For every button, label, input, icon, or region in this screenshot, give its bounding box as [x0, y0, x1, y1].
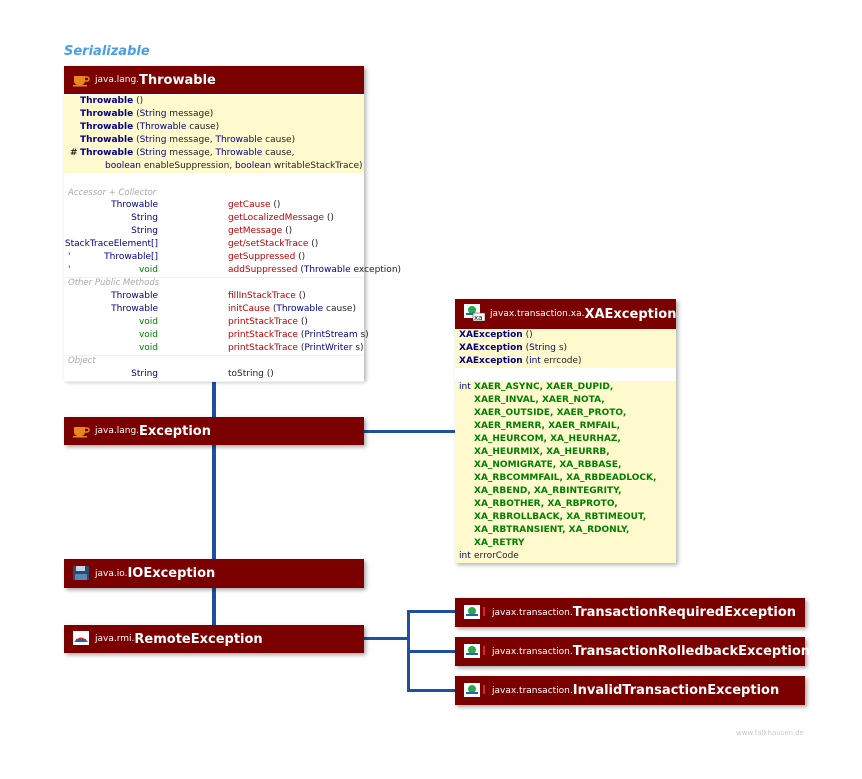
connector-throwable-exception — [212, 380, 216, 417]
xaexception-class-name: XAException — [584, 306, 677, 322]
ctor-row-continuation: boolean enableSuppression, boolean writa… — [64, 160, 364, 173]
field-row[interactable]: XAER_INVAL, XAER_NOTA, — [474, 395, 605, 405]
transaction-icon — [463, 604, 487, 620]
ioexception-package: java.io. — [95, 568, 128, 579]
watermark-link[interactable]: www.falkhausen.de — [736, 729, 805, 737]
class-throwable-header[interactable]: java.lang. Throwable — [64, 66, 364, 94]
java-cup-icon — [72, 73, 90, 87]
class-xaexception-header[interactable]: xa javax.transaction.xa. XAException — [455, 299, 677, 329]
connector-branch-2 — [407, 650, 455, 653]
connector-exception-xa — [363, 430, 455, 433]
exception-class-name: Exception — [139, 423, 211, 439]
class-remoteexception[interactable]: java.rmi. RemoteException — [64, 625, 364, 653]
connector-remote-branch — [363, 637, 410, 640]
section-object-label: Object — [68, 356, 96, 366]
bracket-marker: ' — [68, 265, 71, 275]
connector-branch-1 — [407, 610, 455, 613]
field-row[interactable]: XA_NOMIGRATE, XA_RBBASE, — [474, 460, 622, 470]
subclass-package: javax.transaction. — [492, 607, 573, 618]
field-row[interactable]: XA_RBCOMMFAIL, XA_RBDEADLOCK, — [474, 473, 657, 483]
ctor-row[interactable]: Throwable (String message, Throwable cau… — [64, 134, 364, 147]
class-throwable-members: Throwable () Throwable (String message) … — [64, 94, 401, 382]
field-row[interactable]: XA_RBEND, XA_RBINTEGRITY, — [474, 486, 622, 496]
field-row[interactable]: XAER_OUTSIDE, XAER_PROTO, — [474, 408, 627, 418]
remoteexception-class-name: RemoteException — [134, 631, 263, 647]
class-invalid-transaction[interactable]: javax.transaction. InvalidTransactionExc… — [455, 676, 805, 705]
ctor-row[interactable]: Throwable () — [64, 95, 364, 108]
field-row[interactable]: XA_RBOTHER, XA_RBPROTO, — [474, 499, 618, 509]
ctor-row[interactable]: Throwable (String message) — [64, 108, 364, 121]
throwable-package: java.lang. — [95, 75, 140, 85]
method-row[interactable]: StackTraceElement[]get/setStackTrace () — [64, 238, 364, 252]
class-exception[interactable]: java.lang. Exception — [64, 417, 364, 445]
ioexception-class-name: IOException — [127, 566, 216, 581]
field-row[interactable]: XAER_RMERR, XAER_RMFAIL, — [474, 421, 621, 431]
class-ioexception[interactable]: java.io. IOException — [64, 559, 364, 588]
class-xaexception-members: XAException () XAException (String s) XA… — [455, 329, 676, 563]
protected-marker: # — [70, 148, 78, 158]
remote-icon — [72, 631, 90, 646]
floppy-disk-icon — [72, 565, 90, 581]
field-row[interactable]: XA_RBROLLBACK, XA_RBTIMEOUT, — [474, 512, 647, 522]
subclass-class-name: TransactionRequiredException — [572, 605, 797, 620]
subclass-package: javax.transaction. — [492, 685, 573, 696]
connector-ioexception-remote — [212, 588, 216, 625]
remoteexception-package: java.rmi. — [95, 634, 135, 644]
exception-package: java.lang. — [95, 426, 140, 436]
ctor-row[interactable]: XAException (String s) — [455, 342, 676, 355]
connector-exception-ioexception — [212, 445, 216, 559]
java-cup-icon — [72, 424, 90, 438]
subclass-class-name: TransactionRolledbackException — [572, 644, 811, 659]
connector-branch-3 — [407, 689, 455, 692]
class-transaction-required[interactable]: javax.transaction. TransactionRequiredEx… — [455, 598, 805, 627]
field-row[interactable]: XA_RBTRANSIENT, XA_RDONLY, — [474, 525, 630, 535]
throwable-class-name: Throwable — [139, 72, 216, 88]
transaction-icon — [463, 682, 487, 698]
svg-text:xa: xa — [474, 314, 482, 321]
interface-serializable[interactable]: Serializable — [64, 44, 150, 59]
transaction-icon — [463, 643, 487, 659]
section-other-label: Other Public Methods — [68, 278, 160, 288]
section-accessor-label: Accessor + Collector — [68, 188, 157, 198]
ctor-row[interactable]: XAException (int errcode) — [455, 355, 676, 368]
method-row[interactable]: 'Throwable[]getSuppressed () — [64, 251, 364, 265]
xaexception-package: javax.transaction.xa. — [490, 309, 585, 319]
ctor-row[interactable]: Throwable (Throwable cause) — [64, 121, 364, 134]
separator — [455, 368, 676, 381]
subclass-class-name: InvalidTransactionException — [572, 683, 780, 698]
field-row[interactable]: XA_HEURCOM, XA_HEURHAZ, — [474, 434, 621, 444]
subclass-package: javax.transaction. — [492, 646, 573, 657]
bracket-marker: ' — [68, 252, 71, 262]
ctor-row[interactable]: # Throwable (String message, Throwable c… — [64, 147, 364, 160]
class-transaction-rolledback[interactable]: javax.transaction. TransactionRolledback… — [455, 637, 810, 666]
field-row[interactable]: XA_HEURMIX, XA_HEURRB, — [474, 447, 610, 457]
transaction-xa-icon: xa — [463, 304, 485, 323]
field-row[interactable]: XA_RETRY — [474, 538, 525, 548]
ctor-row[interactable]: XAException () — [455, 329, 676, 342]
